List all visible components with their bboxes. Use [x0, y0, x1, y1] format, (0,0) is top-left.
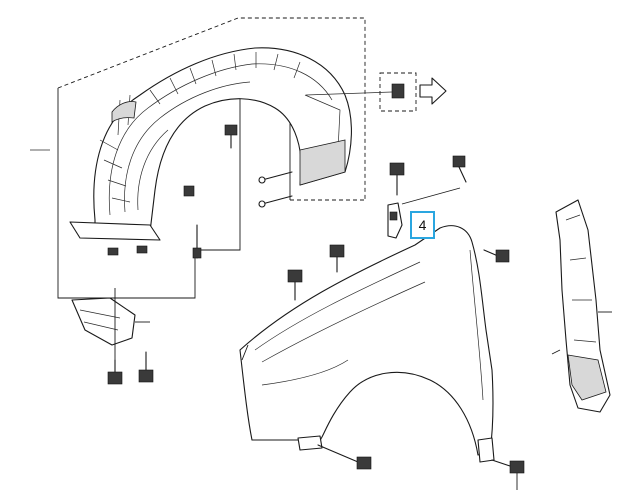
bolt-bottom-b	[491, 459, 525, 490]
outline-arrow-right-icon	[419, 77, 447, 105]
fender-bolts	[287, 155, 525, 490]
screw-left-2	[258, 195, 293, 208]
bolt-bottom-a	[317, 444, 372, 470]
clip-mid	[183, 185, 195, 197]
callout-label-4: 4	[410, 211, 435, 239]
screw-lower-liner	[192, 224, 202, 259]
bolt-side	[483, 249, 510, 263]
side-reinforcement	[551, 199, 612, 413]
inner-fender-liner	[69, 47, 352, 256]
bolt-top-a	[389, 162, 405, 196]
front-fender	[239, 225, 495, 463]
fender-bracket	[387, 187, 461, 239]
clip-detail-frame	[305, 72, 447, 112]
lower-bolts	[107, 288, 154, 385]
callout-number: 4	[418, 217, 427, 233]
screw-left-1	[258, 171, 293, 184]
bolt-left-b	[329, 244, 345, 273]
liner-fasteners	[183, 124, 293, 259]
bolt-left-a	[287, 269, 303, 301]
splash-shield	[71, 297, 150, 346]
clip-upper	[224, 124, 238, 149]
bolt-top-b	[452, 155, 467, 183]
